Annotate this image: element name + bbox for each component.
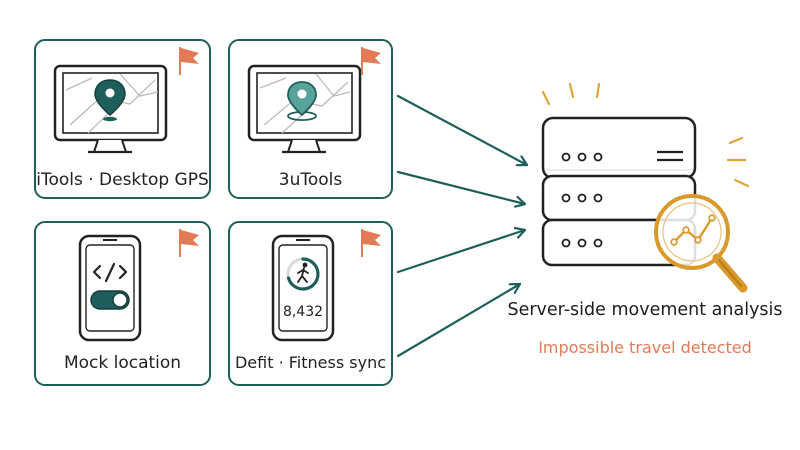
card-label-defit: Defit · Fitness sync (234, 353, 386, 372)
card-mock-location (34, 221, 211, 386)
arrow-3 (396, 230, 527, 274)
map-pin-icon (287, 81, 317, 121)
walking-person-icon (297, 262, 309, 283)
code-icon (92, 262, 128, 283)
flag-icon (361, 47, 381, 75)
server-icon (541, 116, 697, 267)
card-defit: 8,432 (228, 221, 393, 386)
flag-icon (179, 47, 199, 75)
card-label-3utools: 3uTools (278, 170, 343, 190)
card-itools (34, 39, 211, 199)
trend-line-icon (670, 214, 716, 246)
map-pin-icon (94, 79, 126, 122)
arrows (396, 94, 529, 358)
flag-icon (179, 229, 199, 257)
activity-ring-icon (286, 257, 320, 291)
arrow-1 (396, 94, 529, 165)
card-label-itools: iTools · Desktop GPS (36, 170, 209, 190)
arrow-2 (396, 170, 527, 204)
card-3utools (228, 39, 393, 199)
server-title: Server-side movement analysis (507, 300, 783, 320)
phone-icon (78, 234, 142, 342)
arrow-4 (396, 282, 522, 358)
card-label-mock-location: Mock location (63, 353, 182, 373)
step-count: 8,432 (283, 304, 323, 320)
alert-rays-icon (541, 82, 750, 188)
magnifier-icon (654, 194, 748, 293)
server-subtitle: Impossible travel detected (538, 338, 752, 357)
toggle-icon (90, 290, 130, 310)
flag-icon (361, 229, 381, 257)
